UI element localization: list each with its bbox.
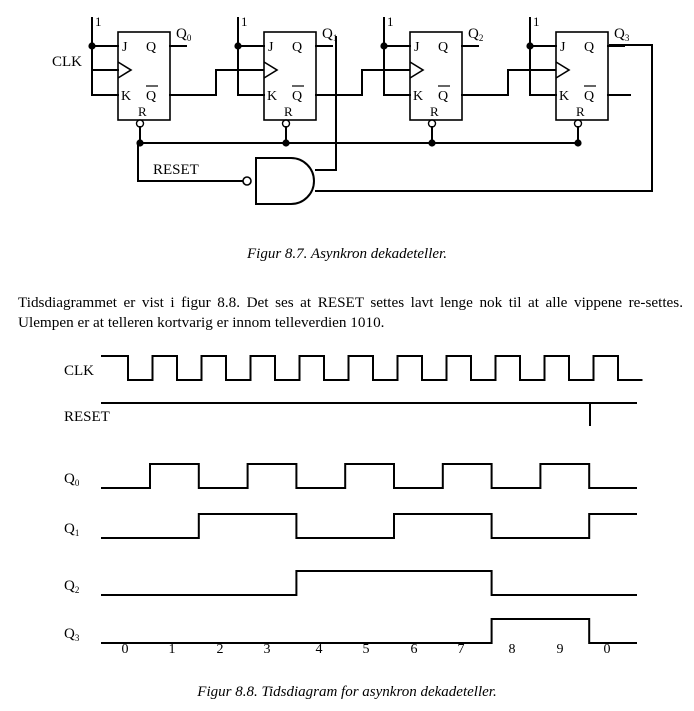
count-label-3: 3 [264, 642, 271, 657]
count-label-10: 0 [604, 642, 611, 657]
qbar-to-next-clock-wire [169, 69, 265, 96]
jk-tie-wire [91, 17, 119, 96]
clock-triangle [117, 61, 133, 79]
pin-k-label: K [413, 89, 423, 104]
pin-j-label: J [268, 40, 274, 55]
reset-bubble [427, 119, 437, 128]
signal-label-1: RESET [64, 409, 110, 425]
jk-tie-wire [383, 17, 411, 96]
count-label-6: 6 [411, 642, 418, 657]
pin-q-label: Q [292, 40, 302, 55]
flipflop-box [117, 31, 171, 121]
flipflop-box [263, 31, 317, 121]
pin-qbar-label: Q [438, 89, 448, 104]
q1-to-gate-wire [315, 36, 337, 171]
flipflop-box [409, 31, 463, 121]
reset-junction-dot [574, 139, 582, 147]
pin-q-label: Q [146, 40, 156, 55]
logic-one-label: 1 [533, 14, 540, 29]
logic-one-label: 1 [387, 14, 394, 29]
reset-junction-dot [136, 139, 144, 147]
q0-waveform [101, 463, 637, 489]
q3-to-gate-wire [315, 44, 653, 192]
count-label-1: 1 [169, 642, 176, 657]
figure-8-7-caption: Figur 8.7. Asynkron dekadeteller. [247, 246, 447, 262]
count-label-5: 5 [363, 642, 370, 657]
qbar-to-next-clock-wire [315, 69, 411, 96]
q2-label: Q2 [468, 26, 483, 43]
q0-label: Q0 [176, 26, 192, 43]
q3-waveform [101, 618, 637, 644]
q3-label: Q3 [614, 26, 630, 43]
signal-label-4: Q2 [64, 578, 79, 595]
logic-one-label: 1 [95, 14, 102, 29]
body-paragraph: Tidsdiagrammet er vist i figur 8.8. Det … [18, 294, 683, 331]
signal-label-3: Q1 [64, 521, 79, 538]
clock-triangle [263, 61, 279, 79]
reset-bubble [573, 119, 583, 128]
pin-r-label: R [430, 104, 439, 119]
signal-label-0: CLK [64, 363, 94, 379]
clock-triangle [555, 61, 571, 79]
pin-q-label: Q [584, 40, 594, 55]
reset-junction-dot [282, 139, 290, 147]
clk-waveform [101, 355, 643, 381]
junction-dot [526, 42, 534, 50]
and-gate [255, 157, 315, 205]
pin-qbar-label: Q [146, 89, 156, 104]
clock-triangle [409, 61, 425, 79]
pin-k-label: K [559, 89, 569, 104]
clk-input-label: CLK [52, 54, 82, 70]
signal-label-5: Q3 [64, 626, 80, 643]
junction-dot [380, 42, 388, 50]
signal-label-2: Q0 [64, 471, 80, 488]
pin-r-label: R [284, 104, 293, 119]
gate-output-bubble [242, 176, 252, 186]
logic-one-label: 1 [241, 14, 248, 29]
count-label-7: 7 [458, 642, 465, 657]
flipflop-box [555, 31, 609, 121]
figure-8-8-caption: Figur 8.8. Tidsdiagram for asynkron deka… [197, 684, 497, 700]
count-label-2: 2 [217, 642, 224, 657]
q1-label: Q1 [322, 26, 337, 43]
junction-dot [234, 42, 242, 50]
qbar-to-next-clock-wire [461, 69, 557, 96]
pin-q-label: Q [438, 40, 448, 55]
jk-tie-wire [237, 17, 265, 96]
pin-j-label: J [560, 40, 566, 55]
reset-bubble [281, 119, 291, 128]
count-label-9: 9 [557, 642, 564, 657]
pin-j-label: J [414, 40, 420, 55]
pin-k-label: K [267, 89, 277, 104]
reset-label: RESET [153, 162, 199, 178]
count-label-8: 8 [509, 642, 516, 657]
junction-dot [88, 42, 96, 50]
pin-r-label: R [138, 104, 147, 119]
reset-bubble [135, 119, 145, 128]
reset-to-gate-wire [137, 142, 243, 182]
count-label-4: 4 [316, 642, 323, 657]
pin-j-label: J [122, 40, 128, 55]
reset-junction-dot [428, 139, 436, 147]
pin-r-label: R [576, 104, 585, 119]
pin-qbar-label: Q [292, 89, 302, 104]
q1-waveform [101, 513, 637, 539]
count-label-0: 0 [122, 642, 129, 657]
jk-tie-wire [529, 17, 557, 96]
q2-waveform [101, 570, 637, 596]
pin-k-label: K [121, 89, 131, 104]
pin-qbar-label: Q [584, 89, 594, 104]
